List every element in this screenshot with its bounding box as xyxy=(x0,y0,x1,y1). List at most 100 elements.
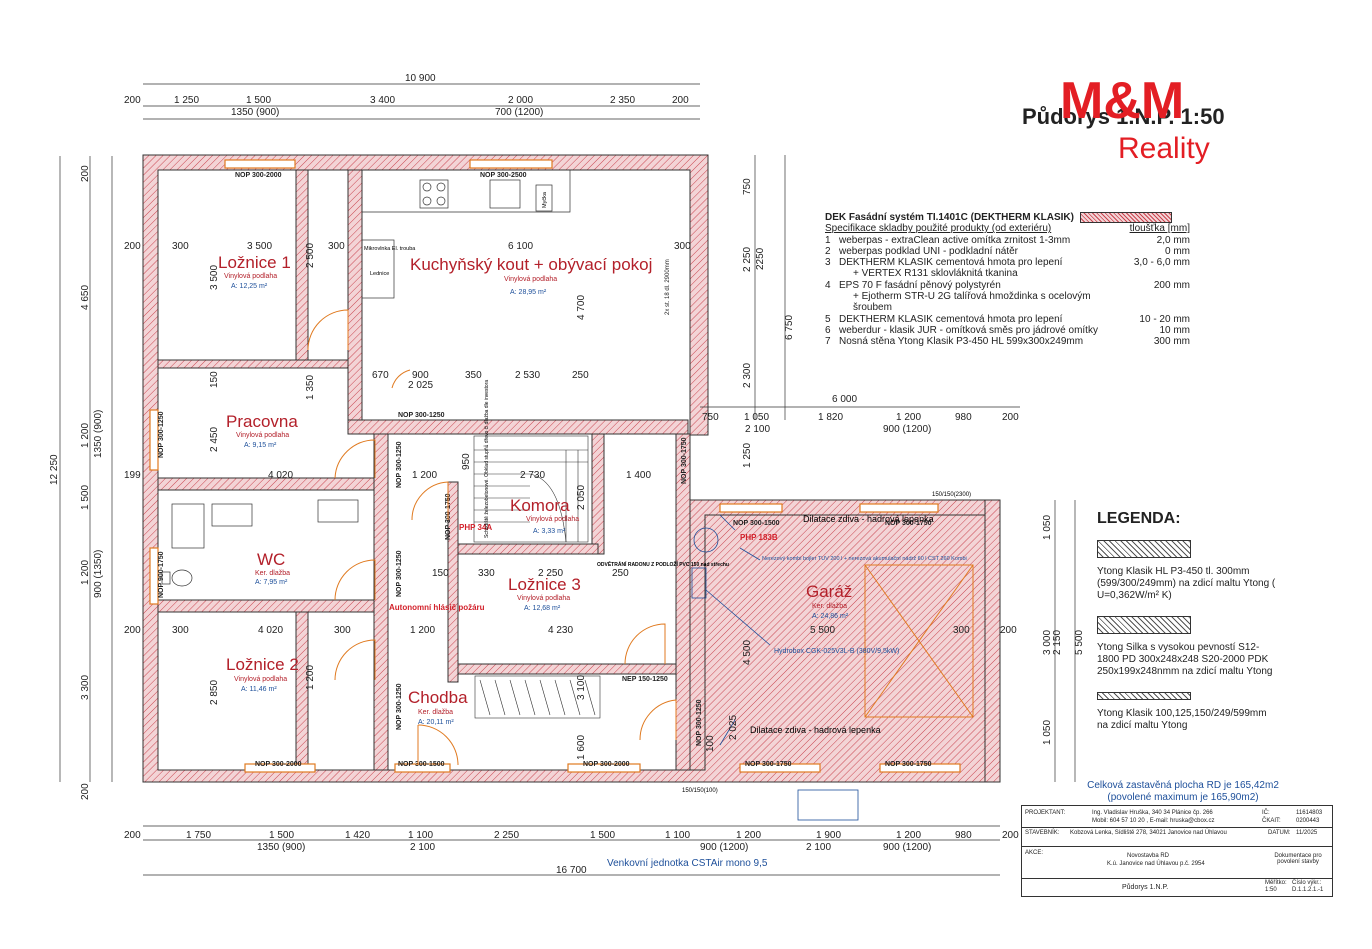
dim-bottom: 2 100 xyxy=(410,842,435,853)
legend: LEGENDA: Ytong Klasik HL P3-450 tl. 300m… xyxy=(1097,510,1277,736)
opening-label: NOP 300-1500 xyxy=(733,520,780,527)
spec-row: + VERTEX R131 sklovláknitá tkanina xyxy=(825,268,1190,279)
dim-inner: 1 200 xyxy=(412,470,437,481)
dim-bottom: 900 (1200) xyxy=(700,842,748,853)
opening-label: NOP 300-1750 xyxy=(885,520,932,527)
dim-right: 6 750 xyxy=(784,315,795,340)
dim-inner: 200 xyxy=(1000,625,1017,636)
room-area: A: 20,11 m² xyxy=(418,719,454,726)
spec-cell-v: 10 mm xyxy=(1159,324,1190,336)
dim-right: 3 000 xyxy=(1042,630,1053,655)
dim-right: 1 050 xyxy=(1042,720,1053,745)
dim-inner: 2 050 xyxy=(576,485,587,510)
legend-item: Ytong Silka s vysokou pevností S12-1800 … xyxy=(1097,642,1273,677)
opening-label: NOP 300-1250 xyxy=(396,550,403,597)
tb-label: ČKAIT: xyxy=(1262,818,1281,824)
opening-label: NOP 300-2000 xyxy=(235,172,282,179)
dim-inner: 1 200 xyxy=(305,665,316,690)
dim-inner: 300 xyxy=(674,241,691,252)
dishwasher-label: Myčka xyxy=(542,191,548,208)
legend-item: Ytong Klasik HL P3-450 tl. 300mm (599/30… xyxy=(1097,566,1276,601)
spec-cell-n: 3 xyxy=(825,257,831,269)
spec-cell-v: 200 mm xyxy=(1153,279,1190,291)
dim-left: 1350 (900) xyxy=(93,410,104,458)
dim-inner: 350 xyxy=(465,370,482,381)
dim-inner: 1 350 xyxy=(305,375,316,400)
dim-note: 150/150(100) xyxy=(682,788,718,794)
dim-inner: 300 xyxy=(953,625,970,636)
tb-akce: Novostavba RD xyxy=(1127,853,1170,859)
dim-bottom: 1 200 xyxy=(736,830,761,841)
dim-right: 2 300 xyxy=(742,363,753,388)
opening-label: NOP 300-1250 xyxy=(398,412,445,419)
spec-cell-t: + Ejotherm STR-U 2G talířová hmoždinka s… xyxy=(853,291,1091,314)
dim-garage: 750 xyxy=(702,412,719,423)
spec-cell-v xyxy=(1130,291,1190,314)
windows xyxy=(149,159,961,773)
dim-top: 1 250 xyxy=(174,95,199,106)
legend-swatch xyxy=(1097,616,1191,634)
room-area: A: 7,95 m² xyxy=(255,579,288,586)
dim-inner: 4 020 xyxy=(268,470,293,481)
spec-cell-n xyxy=(825,291,839,314)
radon-label: ODVĚTRÁNÍ RADONU Z PODLOŽÍ PVC 150 nad s… xyxy=(597,560,729,568)
spec-cell-t: DEKTHERM KLASIK cementová hmota pro lepe… xyxy=(839,257,1063,269)
dim-garage: 980 xyxy=(955,412,972,423)
tb-vykres: Půdorys 1.N.P. xyxy=(1122,884,1169,891)
spec-cell-n: 7 xyxy=(825,336,831,348)
tb-cislo: 0200443 xyxy=(1296,818,1320,824)
dim-inner: 2x st. 18 dl. 2900mm xyxy=(665,259,671,315)
dim-garage: 1 200 xyxy=(896,412,921,423)
room-name-loznice3: Ložnice 3 xyxy=(508,575,581,594)
dim-inner: 250 xyxy=(612,568,629,579)
opening-label: NEP 150-1250 xyxy=(622,676,668,683)
dim-garage: 2 100 xyxy=(745,424,770,435)
room-floor: Vinylová podlaha xyxy=(517,595,570,602)
dim-left: 900 (1350) xyxy=(93,550,104,598)
spec-cell-n xyxy=(825,268,839,279)
spec-cell-v: 0 mm xyxy=(1165,245,1190,257)
dim-inner: 900 xyxy=(412,370,429,381)
tb-projektant: Ing. Vladislav Hruška, 340 34 Plánice čp… xyxy=(1092,810,1213,816)
page-title: Půdorys 1.N.P. 1:50 xyxy=(1022,104,1225,129)
tb-label: Číslo výkr.: xyxy=(1292,880,1322,886)
dim-inner: 2 500 xyxy=(305,243,316,268)
dim-note: 150/150(2300) xyxy=(932,492,971,498)
dim-garage: 900 (1200) xyxy=(883,424,931,435)
garage-door xyxy=(864,564,974,718)
dim-inner: 670 xyxy=(372,370,389,381)
opening-label: NOP 300-1250 xyxy=(696,699,703,746)
dim-garage: 200 xyxy=(1002,412,1019,423)
dim-left: 3 300 xyxy=(80,675,91,700)
dim-bottom: 1 500 xyxy=(590,830,615,841)
room-area: A: 12,68 m² xyxy=(524,605,561,612)
dim-inner: 4 700 xyxy=(576,295,587,320)
php-183b-label: PHP 183B xyxy=(740,533,778,542)
dim-bottom: 2 250 xyxy=(494,830,519,841)
fire-detector-label: Autonomní hlásič požáru xyxy=(389,603,485,612)
spec-row: + Ejotherm STR-U 2G talířová hmoždinka s… xyxy=(825,291,1190,314)
dim-inner: 6 100 xyxy=(508,241,533,252)
room-name-garaz: Garáž xyxy=(806,582,852,601)
logo-reality: Reality xyxy=(1118,132,1210,165)
inner-dimensions: 300 3 500 300 3 500 2 500 6 100 4 700 30… xyxy=(172,241,1017,760)
room-floor: Vinylová podlaha xyxy=(236,432,289,439)
room-labels: Ložnice 1 Vinylová podlaha A: 12,25 m² K… xyxy=(218,253,852,726)
dim-bottom-total: 16 700 xyxy=(556,865,587,876)
spec-cell-n: 1 xyxy=(825,234,831,246)
room-area: A: 11,46 m² xyxy=(241,686,277,693)
dim-top: 200 xyxy=(672,95,689,106)
room-name-loznice1: Ložnice 1 xyxy=(218,253,291,272)
room-name-kuchyne: Kuchyňský kout + obývací pokoj xyxy=(410,255,652,274)
dim-inner: 2 450 xyxy=(209,427,220,452)
dim-left: 1 200 xyxy=(80,560,91,585)
spec-cell-v: 2,0 mm xyxy=(1156,234,1190,246)
spec-header-right: tloušťka [mm] xyxy=(1129,223,1190,235)
bottom-dimension-lines: 200 1 750 1 500 1 420 1 100 2 250 1 500 … xyxy=(124,825,1019,876)
opening-label: NOP 300-1500 xyxy=(398,761,445,768)
tb-label: STAVEBNÍK: xyxy=(1025,830,1060,836)
dim-top: 200 xyxy=(124,95,141,106)
dim-bottom: 1 420 xyxy=(345,830,370,841)
room-floor: Vinylová podlaha xyxy=(504,276,557,283)
